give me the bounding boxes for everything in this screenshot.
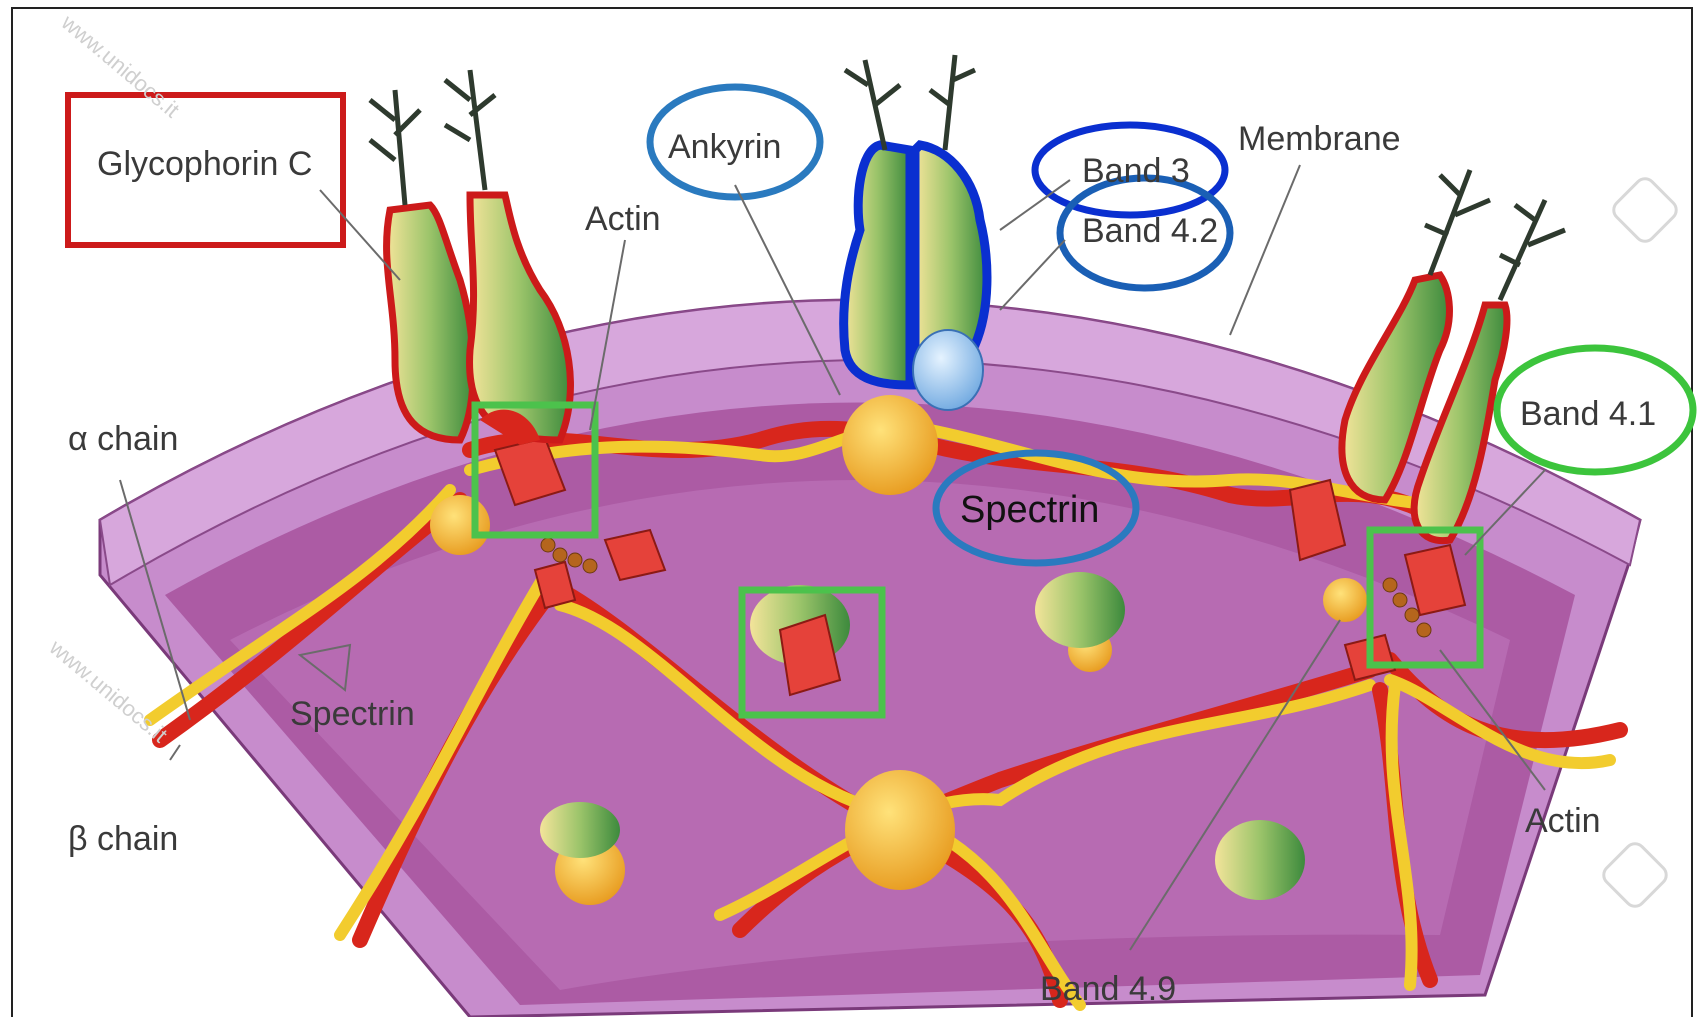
watermark-text-2: www.unidocs.it: [44, 634, 172, 747]
label-glycophorin-c: Glycophorin C: [97, 145, 312, 183]
label-actin-top: Actin: [585, 200, 661, 238]
label-membrane: Membrane: [1238, 120, 1401, 158]
label-band49: Band 4.9: [1040, 970, 1176, 1008]
label-beta-chain: β chain: [68, 820, 178, 858]
label-spectrin-small: Spectrin: [290, 695, 415, 733]
label-band42: Band 4.2: [1082, 212, 1218, 250]
label-actin-right: Actin: [1525, 802, 1601, 840]
label-alpha-chain: α chain: [68, 420, 178, 458]
watermark-text-1: www.unidocs.it: [56, 9, 184, 122]
glycophorin-protein-icon: [370, 70, 570, 445]
label-ankyrin: Ankyrin: [668, 128, 781, 166]
label-spectrin-big: Spectrin: [960, 489, 1099, 531]
label-band41: Band 4.1: [1520, 395, 1656, 433]
label-band3: Band 3: [1082, 152, 1190, 190]
band3-protein-icon: [844, 55, 987, 410]
